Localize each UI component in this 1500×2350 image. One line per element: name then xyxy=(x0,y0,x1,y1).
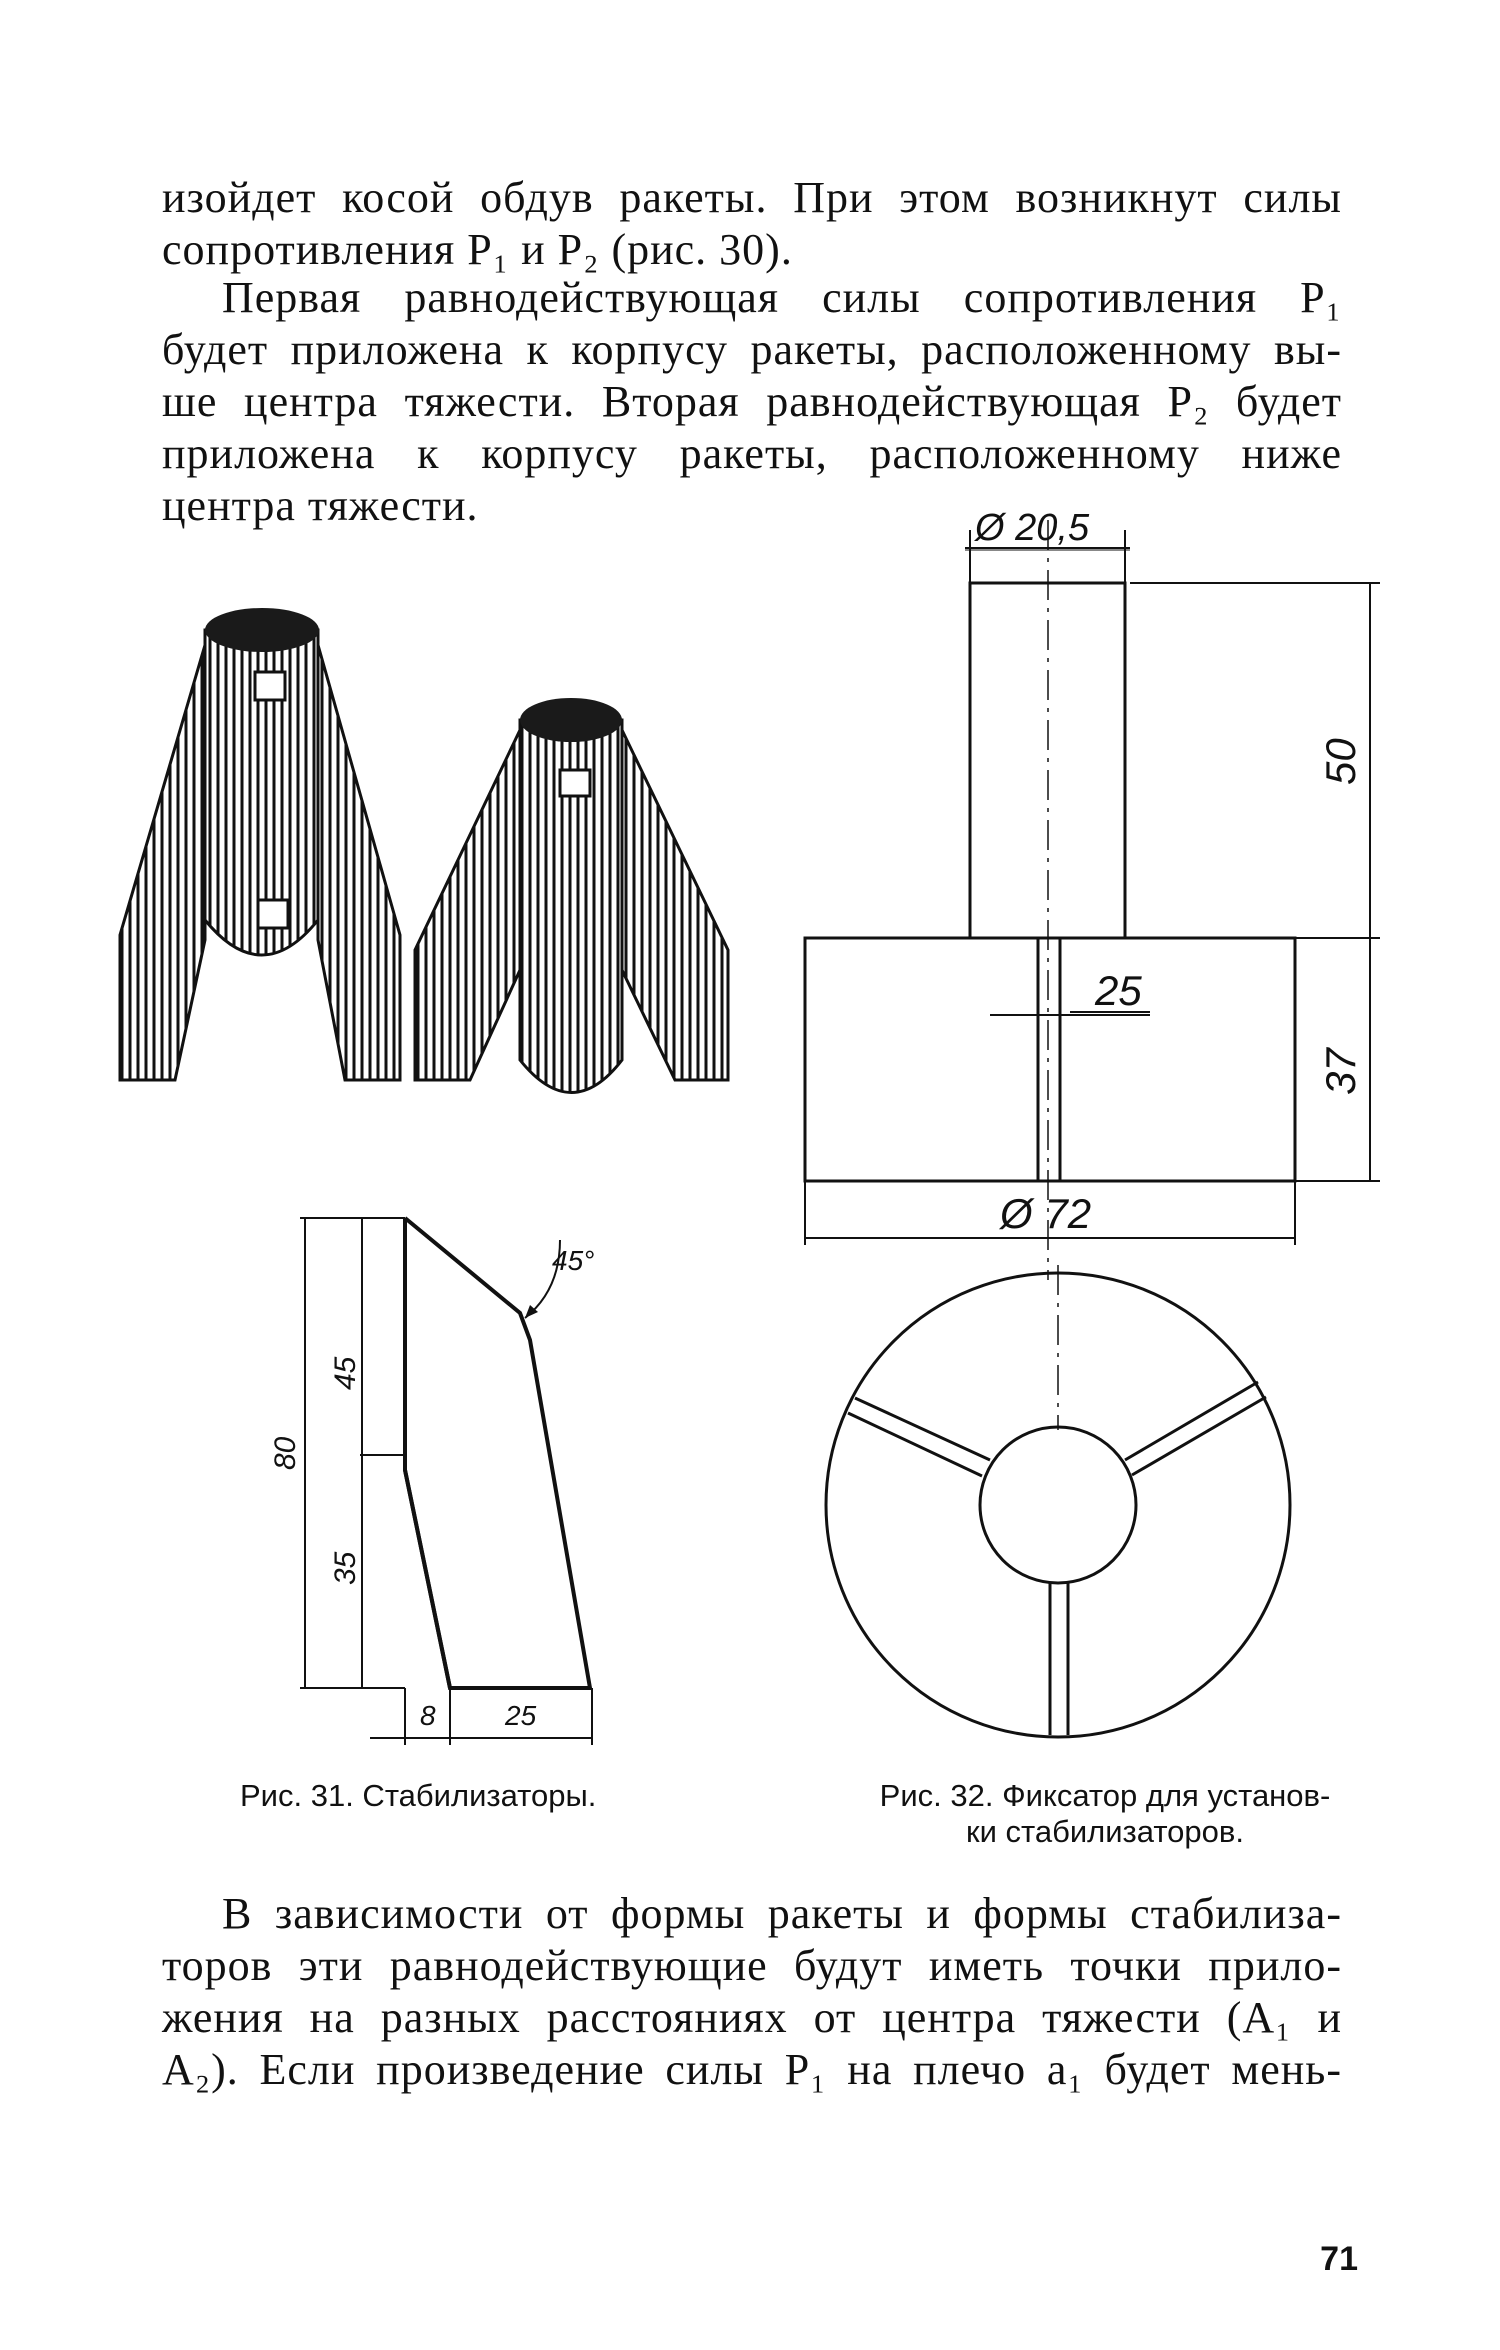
fixer-front-view xyxy=(803,520,1380,1280)
fixer-top-view xyxy=(824,1265,1292,1739)
rocket-body xyxy=(518,718,624,1094)
caption-line: Рис. 32. Фиксатор для установ- xyxy=(879,1778,1331,1813)
dim-diameter-20-5: Ø 20,5 xyxy=(973,507,1090,549)
dim-50: 50 xyxy=(1317,738,1364,785)
stabilizer-outline xyxy=(403,1216,593,1690)
fixer-clip xyxy=(253,670,287,702)
fin-right xyxy=(620,729,730,1082)
dim-25-bottom: 25 xyxy=(504,1700,537,1731)
fixer-base xyxy=(803,936,1297,1183)
text-line: В зависимости от формы ракеты и формы ст… xyxy=(222,1889,1342,1938)
text-line: Первая равнодействующая силы сопротивлен… xyxy=(222,273,1342,322)
dim-37: 37 xyxy=(1317,1047,1364,1095)
text-line: приложена к корпусу ракеты, расположенно… xyxy=(162,429,1342,478)
paragraph-bottom: В зависимости от формы ракеты и формы ст… xyxy=(162,1888,1342,2096)
text-line: жения на разных расстояниях от центра тя… xyxy=(162,1993,1342,2042)
dim-25-slot: 25 xyxy=(1094,967,1142,1014)
dim-diameter-72: Ø 72 xyxy=(998,1190,1091,1237)
text-line: будет приложена к корпусу ракеты, распол… xyxy=(162,325,1342,374)
caption-line: ки стабилизаторов. xyxy=(966,1814,1244,1849)
fixer-clip xyxy=(256,898,290,930)
text-line: сопротивления P₁ и P₂ (рис. 30). xyxy=(162,225,793,274)
figure-32-caption: Рис. 32. Фиксатор для установ- ки стабил… xyxy=(825,1778,1385,1850)
dim-35: 35 xyxy=(329,1551,362,1585)
dim-45: 45 xyxy=(329,1356,362,1390)
rocket-cap xyxy=(520,698,622,742)
fixer-inner-circle xyxy=(978,1425,1138,1585)
dim-8: 8 xyxy=(420,1700,436,1731)
figure-31-caption: Рис. 31. Стабилизаторы. xyxy=(240,1778,597,1813)
dim-80: 80 xyxy=(269,1436,302,1470)
text-line: ше центра тяжести. Вторая равнодействующ… xyxy=(162,377,1342,426)
rocket-body xyxy=(203,628,320,957)
page-number: 71 xyxy=(1320,2240,1358,2278)
text-line: изойдет косой обдув ракеты. При этом воз… xyxy=(162,173,1342,222)
fin-left xyxy=(413,729,522,1082)
text-line: A₂). Если произведение силы P₁ на плечо … xyxy=(162,2045,1342,2094)
rocket-illustration-right xyxy=(413,698,730,1094)
fin-right xyxy=(316,644,402,1082)
fin-left xyxy=(118,644,207,1082)
rocket-cap xyxy=(205,608,319,652)
rocket-illustration-left xyxy=(118,608,402,1082)
paragraph-second: Первая равнодействующая силы сопротивлен… xyxy=(162,272,1342,532)
dim-angle-45: 45° xyxy=(552,1245,594,1276)
fixer-clip xyxy=(558,768,592,798)
text-line: торов эти равнодействующие будут иметь т… xyxy=(162,1941,1342,1990)
stabilizer-drawing xyxy=(300,1216,593,1745)
paragraph-top: изойдет косой обдув ракеты. При этом воз… xyxy=(162,172,1342,276)
text-line: центра тяжести. xyxy=(162,481,479,530)
